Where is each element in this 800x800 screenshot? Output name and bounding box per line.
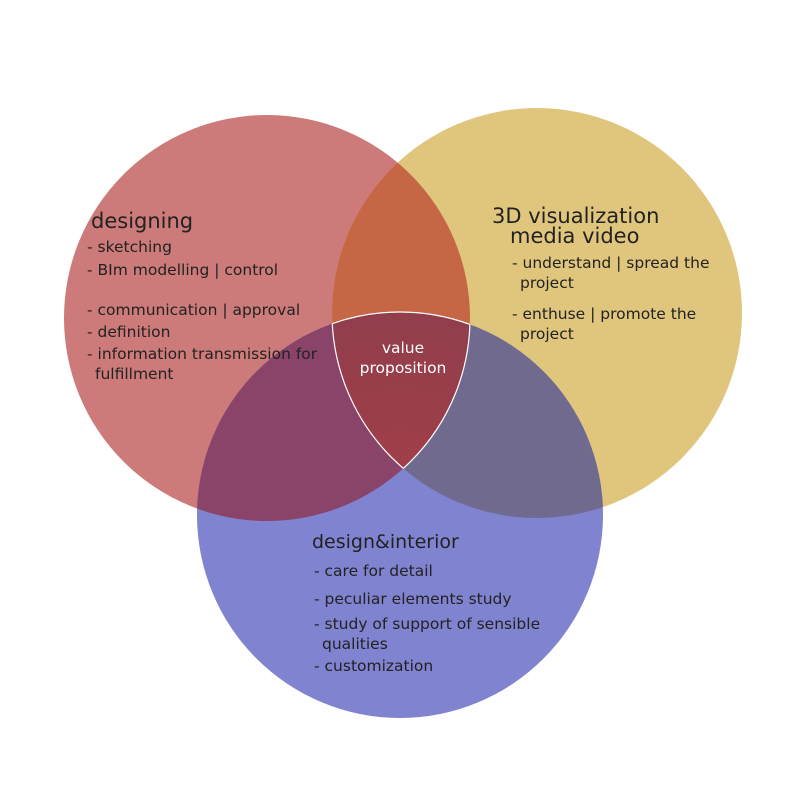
designing-item-sketching: - sketching [87, 238, 172, 256]
interior-item-customization: - customization [314, 657, 434, 675]
visualization-item-enthuse-cont: project [520, 325, 574, 343]
designing-item-bim-modelling: - BIm modelling | control [87, 261, 279, 279]
value-proposition-line2: proposition [359, 359, 447, 377]
designing-item-definition: - definition [87, 323, 171, 341]
designing-item-information-transmission: - information transmission for [87, 345, 318, 363]
designing-item-information-transmission-cont: fulfillment [95, 365, 174, 383]
interior-item-peculiar-elements: - peculiar elements study [314, 590, 512, 608]
visualization-item-enthuse: - enthuse | promote the [512, 305, 697, 323]
outline-interior [332, 311, 470, 518]
value-proposition-line1: value [381, 339, 425, 357]
visualization-item-understand-cont: project [520, 274, 574, 292]
interior-item-care-for-detail: - care for detail [314, 562, 433, 580]
designing-item-communication: - communication | approval [87, 301, 301, 319]
visualization-item-understand: - understand | spread the [512, 254, 710, 272]
designing-title: designing [91, 209, 194, 233]
interior-item-sensible-qualities-cont: qualities [322, 635, 388, 653]
interior-title: design&interior [312, 531, 459, 553]
visualization-title-line2: media video [510, 224, 640, 248]
value-proposition-label: value proposition [330, 338, 476, 378]
visualization-title-line1: 3D visualization [492, 204, 660, 228]
interior-item-sensible-qualities: - study of support of sensible [314, 615, 541, 633]
